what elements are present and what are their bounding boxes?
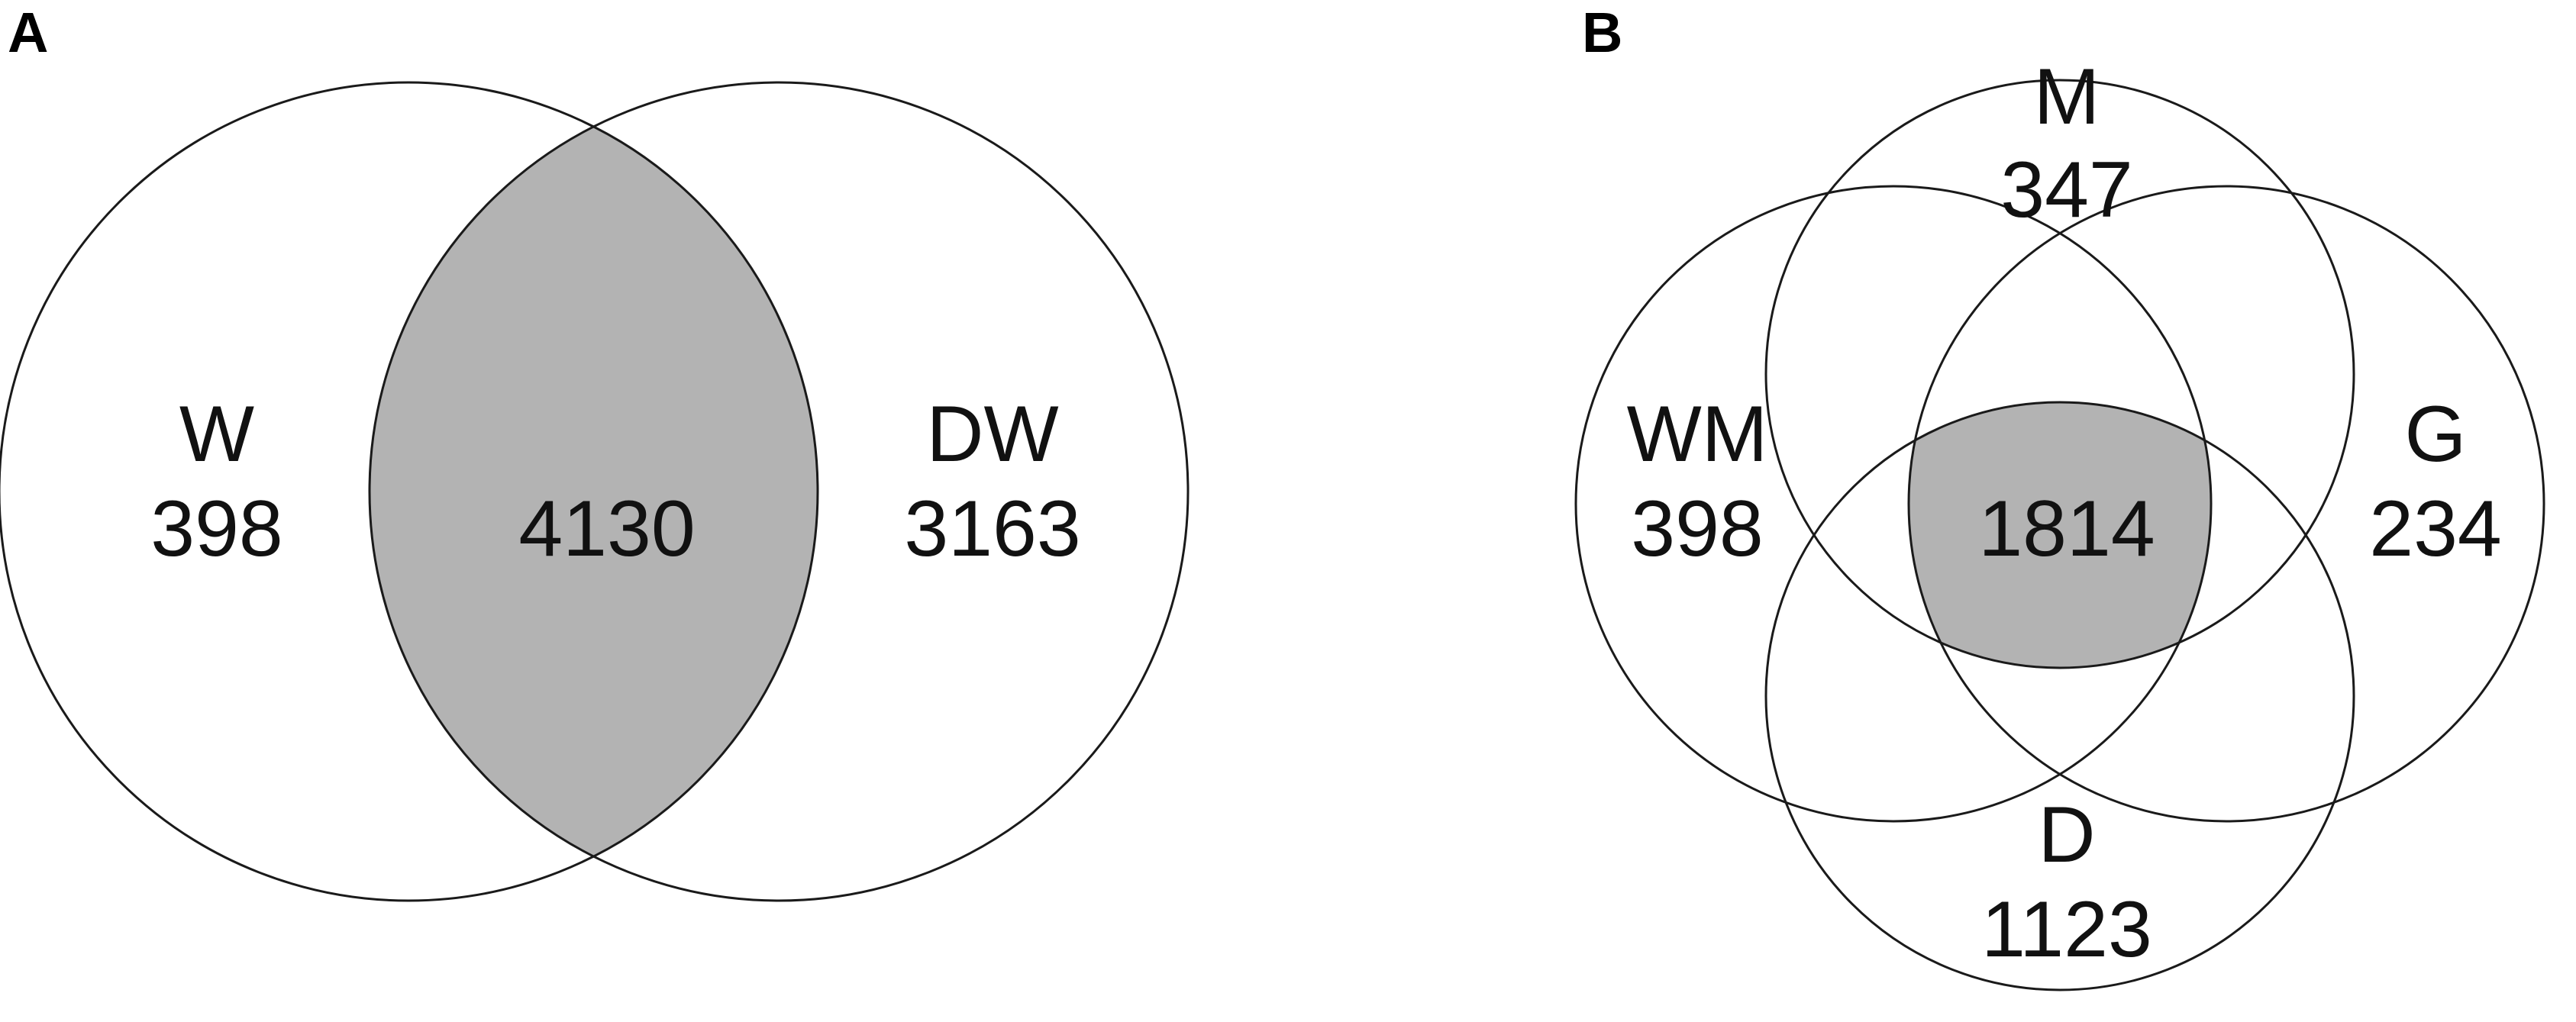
venn-b-set-m-count: 347 bbox=[2000, 146, 2133, 234]
venn-b-intersection-count: 1814 bbox=[1978, 485, 2155, 573]
venn-a-circle-dw bbox=[368, 81, 1190, 902]
venn-b-set-g-name: G bbox=[2405, 390, 2467, 479]
venn-a-circle-w bbox=[0, 81, 819, 902]
venn-a-set-dw-name: DW bbox=[926, 390, 1058, 479]
venn-a-intersection-count: 4130 bbox=[518, 485, 695, 573]
venn-b-set-g-count: 234 bbox=[2369, 485, 2502, 573]
venn-b-circle-m bbox=[1764, 79, 2355, 669]
venn-a-overlap-region bbox=[370, 82, 818, 901]
panel-b-letter: B bbox=[1582, 1, 1622, 64]
venn-b-circle-g bbox=[1907, 185, 2545, 823]
panel-a-letter: A bbox=[8, 1, 48, 64]
panel-a: A W 398 4130 DW 3163 bbox=[0, 1, 1190, 902]
venn-a-set-w-count: 398 bbox=[150, 485, 283, 573]
venn-b-circle-wm bbox=[1574, 185, 2213, 823]
venn-a-set-dw-count: 3163 bbox=[904, 485, 1080, 573]
venn-b-set-d-name: D bbox=[2038, 791, 2095, 879]
panel-b: B M 347 WM 398 1814 G 234 D 1123 bbox=[1574, 1, 2545, 991]
venn-b-set-wm-count: 398 bbox=[1631, 485, 1764, 573]
venn-b-circle-d bbox=[1764, 401, 2355, 991]
venn-a-set-w-name: W bbox=[179, 390, 254, 479]
venn-b-set-m-name: M bbox=[2034, 53, 2100, 141]
venn-b-set-wm-name: WM bbox=[1627, 390, 1768, 479]
venn-b-set-d-count: 1123 bbox=[1981, 885, 2152, 974]
